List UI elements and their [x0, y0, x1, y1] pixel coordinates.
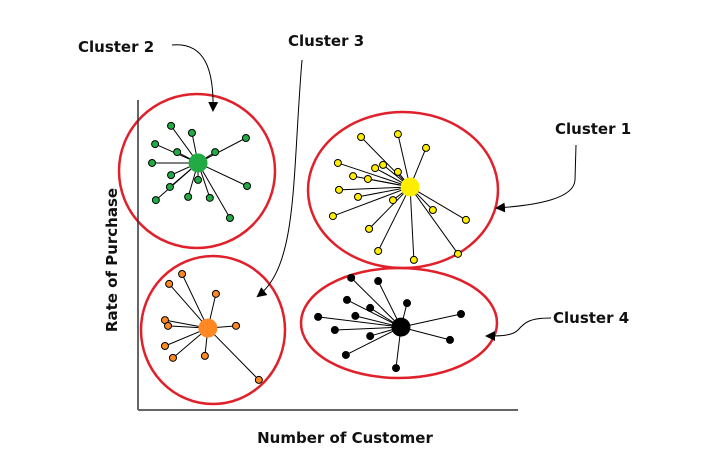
cluster-2-data-point — [184, 192, 193, 201]
cluster-4-data-point — [366, 303, 375, 312]
cluster-2-data-point — [173, 148, 182, 157]
cluster-1-data-point — [357, 133, 366, 142]
cluster-1-data-point — [388, 196, 397, 205]
cluster-2-data-point — [211, 148, 220, 157]
cluster-1-data-point — [354, 192, 363, 201]
cluster-1-points — [328, 130, 470, 264]
cluster-1-data-point — [365, 224, 374, 233]
cluster-1-data-point — [333, 158, 342, 167]
cluster-3-data-point — [211, 289, 220, 298]
cluster-1-data-point — [461, 215, 470, 224]
cluster-1-data-point — [428, 206, 437, 214]
cluster-1-link — [409, 186, 459, 255]
cluster-4-data-point — [445, 335, 454, 344]
cluster-3-data-point — [232, 321, 241, 330]
cluster-1-link — [332, 186, 411, 217]
cluster-2-data-point — [241, 134, 250, 142]
cluster-3-data-point — [178, 270, 187, 278]
cluster-4-link — [350, 277, 402, 328]
cluster-3-data-point — [254, 375, 263, 384]
cluster-2-data-point — [205, 193, 214, 202]
cluster-2-data-point — [187, 128, 196, 137]
cluster-4-data-point — [314, 312, 323, 321]
cluster-3-arrow — [256, 59, 303, 298]
cluster-1-centroid — [400, 177, 420, 197]
cluster-2-data-point — [167, 171, 176, 180]
cluster-3-data-point — [168, 353, 177, 362]
cluster-3-centroid — [198, 318, 218, 338]
cluster-3-points — [160, 270, 263, 384]
cluster-4-link — [346, 299, 402, 328]
cluster-3-link — [207, 327, 260, 381]
cluster-3-label: Cluster 3 — [288, 32, 364, 50]
cluster-1-data-point — [374, 246, 383, 255]
cluster-3-data-point — [165, 279, 174, 288]
cluster-2-centroid — [188, 153, 208, 173]
cluster-2-data-point — [194, 175, 203, 184]
cluster-2-label: Cluster 2 — [78, 38, 154, 56]
cluster-4-link — [334, 326, 401, 331]
cluster-2-data-point — [165, 182, 174, 191]
cluster-2-data-point — [151, 196, 160, 205]
cluster-3-link — [168, 283, 209, 329]
cluster-1-link — [377, 186, 411, 252]
cluster-2-link — [197, 162, 231, 219]
cluster-4-data-point — [392, 364, 401, 373]
cluster-4-data-point — [347, 273, 356, 282]
cluster-1-link — [368, 186, 411, 230]
cluster-1-data-point — [422, 143, 431, 152]
cluster-1-link — [409, 186, 467, 221]
cluster-1-data-point — [379, 160, 388, 169]
cluster-1-data-point — [349, 172, 358, 181]
cluster-3-data-point — [164, 321, 173, 330]
cluster-4-link — [318, 316, 402, 328]
y-axis-label: Rate of Purchase — [103, 188, 121, 332]
cluster-1-data-point — [453, 249, 462, 258]
cluster-2-data-point — [151, 140, 160, 149]
cluster-2-data-point — [148, 158, 157, 167]
cluster-1-data-point — [393, 130, 402, 139]
cluster-2-data-point — [243, 182, 252, 190]
cluster-1-arrow — [495, 144, 577, 213]
cluster-4-link — [400, 313, 462, 328]
cluster-1-data-point — [393, 167, 402, 176]
cluster-1-link — [409, 186, 415, 260]
cluster-1-data-point — [363, 174, 372, 183]
cluster-1-link — [338, 186, 411, 191]
x-axis-label: Number of Customer — [257, 429, 433, 447]
cluster-1-label: Cluster 1 — [555, 120, 631, 138]
cluster-2-data-point — [167, 121, 176, 130]
cluster-4-boundary — [299, 266, 499, 380]
cluster-2-points — [148, 121, 252, 222]
cluster-4-data-point — [330, 326, 339, 334]
cluster-1-data-point — [328, 212, 337, 221]
cluster-1-data-point — [335, 185, 344, 194]
cluster-4-data-point — [374, 277, 383, 286]
cluster-3-boundary — [139, 254, 287, 406]
cluster-4-label: Cluster 4 — [553, 309, 629, 327]
cluster-3-data-point — [200, 351, 209, 360]
cluster-4-data-point — [351, 311, 360, 320]
cluster-2-arrow — [171, 44, 219, 112]
cluster-2-data-point — [225, 214, 234, 222]
cluster-1-data-point — [371, 164, 380, 173]
cluster-1-data-point — [409, 255, 418, 264]
cluster-4-data-point — [366, 332, 375, 341]
cluster-4-data-point — [343, 295, 351, 304]
cluster-4-data-point — [403, 299, 412, 308]
cluster-1-link — [337, 162, 411, 188]
cluster-4-points — [314, 273, 465, 373]
cluster-4-data-point — [341, 350, 350, 359]
cluster-3-link — [181, 273, 209, 329]
cluster-4-centroid — [391, 317, 411, 337]
cluster-2-boundary — [117, 92, 277, 250]
cluster-4-data-point — [457, 310, 465, 318]
cluster-3-data-point — [160, 342, 169, 350]
cluster-4-link — [345, 326, 402, 356]
cluster-4-arrow — [485, 317, 552, 341]
